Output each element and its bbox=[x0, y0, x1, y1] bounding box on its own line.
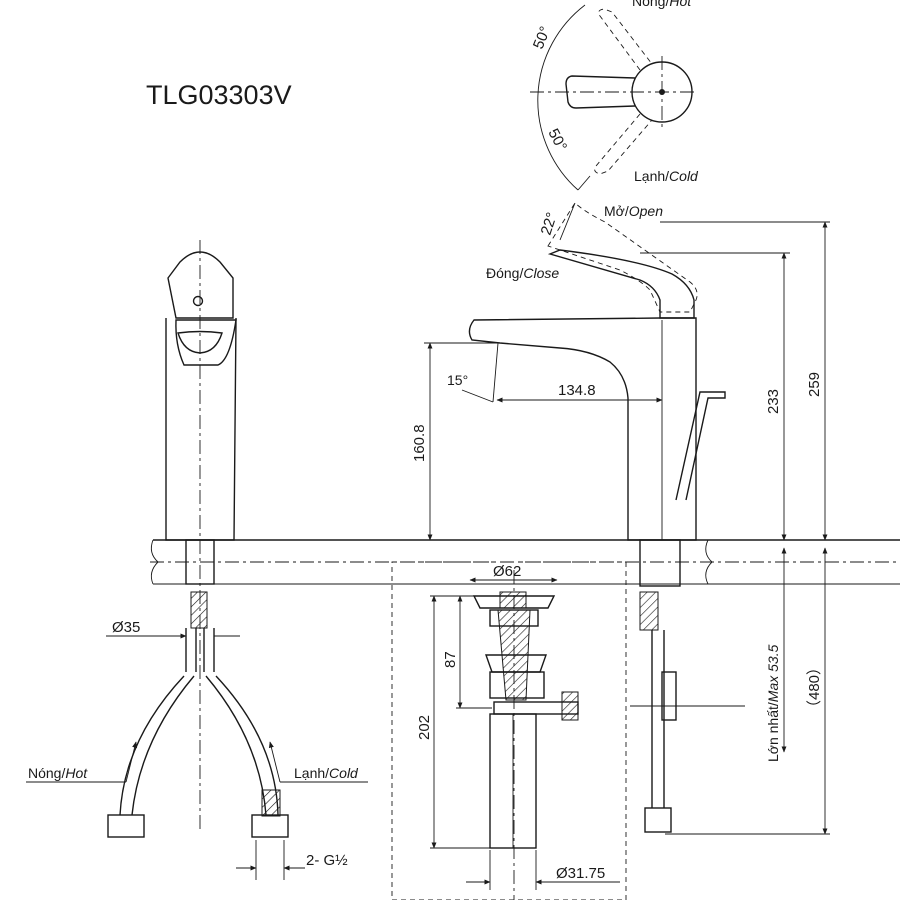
hose-cold bbox=[205, 675, 267, 816]
nut-hot bbox=[107, 814, 145, 838]
angle-open: 22° bbox=[538, 210, 561, 237]
hose-nut bbox=[644, 807, 672, 833]
label-hot-front: Nóng/Hot bbox=[28, 765, 88, 781]
front-body bbox=[165, 317, 237, 541]
label-hot-top: Nóng/Hot bbox=[632, 0, 692, 9]
shank-thread bbox=[639, 591, 659, 631]
front-aerator bbox=[175, 319, 237, 366]
dim-thread-label: 2- G½ bbox=[306, 852, 348, 869]
faucet-body bbox=[468, 317, 697, 541]
counter-top bbox=[150, 539, 900, 585]
dim-87-label: 87 bbox=[442, 651, 459, 668]
dim-202-label: 202 bbox=[416, 715, 433, 740]
dim-480-label: （480） bbox=[806, 660, 823, 715]
dim-259-label: 259 bbox=[806, 372, 823, 397]
dim-233-label: 233 bbox=[765, 389, 782, 414]
drain-assembly: Ø62 87 202 Ø31.75 bbox=[391, 561, 627, 900]
basin-outline bbox=[391, 561, 627, 900]
handle-lever-center bbox=[565, 75, 636, 109]
label-close: Đóng/Close bbox=[486, 265, 559, 281]
dim-dia62-label: Ø62 bbox=[493, 563, 521, 580]
dim-max-label: Lớn nhất/Max 53.5 bbox=[765, 644, 781, 762]
front-handle bbox=[167, 251, 234, 319]
dim-reach-label: 134.8 bbox=[558, 382, 596, 399]
dim-dia35-label: Ø35 bbox=[112, 619, 140, 636]
handle-closed bbox=[547, 249, 695, 319]
handle-lever-cold bbox=[594, 113, 653, 175]
drain-lever bbox=[675, 391, 726, 501]
faucet-side-view: 22° Mở/Open Đóng/Close 15° 134.8 160.8 2… bbox=[411, 202, 830, 835]
label-cold-front: Lạnh/Cold bbox=[294, 765, 359, 781]
dim-spout-height-label: 160.8 bbox=[411, 424, 428, 462]
handle-top-view: 50° 50° Nóng/Hot Lạnh/Cold bbox=[530, 0, 699, 191]
label-cold-top: Lạnh/Cold bbox=[634, 168, 699, 184]
dim-dia3175-label: Ø31.75 bbox=[556, 865, 605, 882]
rotation-arc bbox=[537, 4, 586, 191]
nut-cold bbox=[251, 814, 289, 838]
hose-hot bbox=[131, 675, 195, 816]
model-title: TLG03303V bbox=[146, 80, 292, 110]
angle-spout: 15° bbox=[447, 372, 468, 388]
handle-open-position bbox=[547, 202, 698, 313]
faucet-front-view: Ø35 Nóng/Hot Lạnh/Cold 2- G½ bbox=[26, 240, 368, 880]
label-open: Mở/Open bbox=[604, 203, 663, 219]
handle-lever-hot bbox=[598, 8, 653, 71]
drain-flange bbox=[472, 595, 556, 609]
